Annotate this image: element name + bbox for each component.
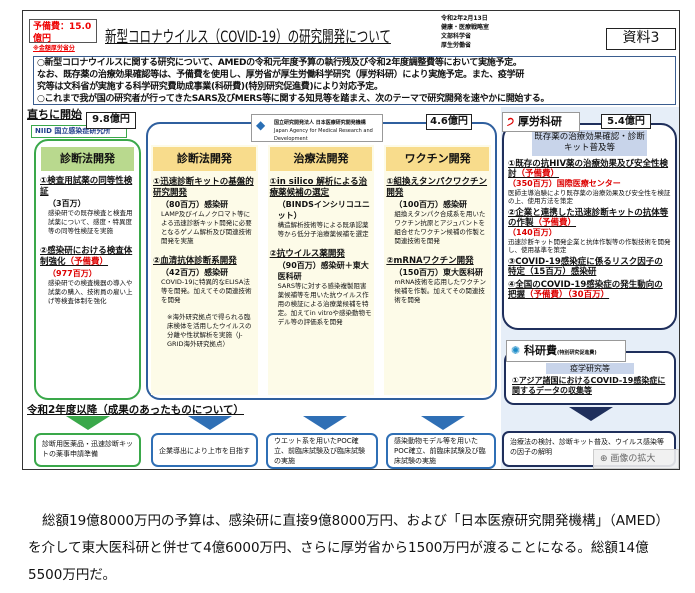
meta-org: 文部科学省	[441, 33, 472, 40]
item-budget: （80百万）感染研	[161, 200, 229, 209]
item-budget: （3百万）	[48, 199, 86, 208]
kaken-header: 疫学研究等	[546, 363, 634, 374]
item-title: ①既存の抗HIV薬の治療効果及び安全性検討	[508, 159, 669, 179]
item-desc: 感染研での検査機器の導入や試薬の購入、技術員の雇い上げ等検査体制を強化	[48, 279, 133, 305]
item-desc: mRNA技術を応用したワクチン候補を作製。加えてその関連技術を開発	[394, 278, 487, 304]
budget-tag-text: 予備費：15.0億円	[33, 22, 92, 44]
item-title: ①in silico 解析による治療薬候補の選定	[269, 177, 368, 198]
arrow-down-icon	[569, 407, 613, 421]
figure-image: 予備費：15.0億円※金額厚労省分 新型コロナウイルス（COVID-19）の研究…	[22, 10, 680, 470]
niid-item: ①検査用試薬の同等性検証 （3百万）感染研での既存検査と検査用試薬について、感度・…	[36, 176, 139, 236]
item-desc: 感染研での既存検査と検査用試薬について、感度・特異度等の同等性検証を実施	[48, 209, 133, 235]
amed-logo-icon: ◆	[256, 118, 266, 132]
mhlw-logo-icon: ੭	[507, 115, 518, 128]
niid-header: 診断法開発	[41, 147, 134, 171]
intro-line: ○これまで我が国の研究者が行ってきたSARS及びMERS等に関する知見等を踏まえ…	[37, 94, 550, 104]
outcome-box: 診断用医薬品・迅速診断キットの薬事申請準備	[34, 433, 141, 467]
zoom-button-label: 画像の拡大	[610, 454, 656, 464]
item-title: ②感染研における検査体制強化	[40, 246, 133, 267]
kaken-item: ①アジア諸国におけるCOVID-19感染症に関するデータの収集等	[512, 376, 666, 395]
arrow-down-icon	[303, 416, 347, 430]
kaken-logo-icon: ✺	[511, 344, 525, 357]
kaken-label-text: 科研費	[524, 344, 558, 357]
article-paragraph: 総額19億8000万円の予算は、感染研に直接9億8000万円、および「日本医療研…	[28, 513, 663, 583]
meta-org: 健康・医療戦略室	[441, 24, 490, 31]
start-label: 直ちに開始	[27, 108, 82, 121]
reserve-tag: （予備費）	[516, 169, 560, 179]
reserve-tag: （予備費）（30百万）	[525, 290, 610, 300]
column-header: ワクチン開発	[386, 147, 490, 171]
kaken-label: ✺ 科研費(特別研究促進費)	[506, 340, 626, 362]
reserve-tag: （予備費）	[65, 257, 109, 267]
item-desc: COVID-19に特異的なELISA法等を開発。加えてその関連技術を開発	[161, 278, 252, 304]
niid-column: 診断法開発 ①検査用試薬の同等性検証 （3百万）感染研での既存検査と検査用試薬につ…	[34, 139, 141, 400]
item-budget: （350百万）国際医療センター	[508, 179, 621, 188]
outcome-box: 感染動物モデル等を用いたPOC確立、前臨床試験及び臨床試験の実施	[386, 433, 496, 469]
figure-title: 新型コロナウイルス（COVID-19）の研究開発について	[105, 27, 391, 46]
item-title: ③COVID-19感染症に係るリスク因子の特定（15百万）感染研	[508, 257, 663, 277]
arrow-down-icon	[66, 416, 110, 430]
mhlw-box: 既存薬の治療効果確認・診断キット普及等 ①既存の抗HIV薬の治療効果及び安全性検…	[502, 123, 677, 330]
outcome-box: 企業導出により上市を目指す	[151, 433, 258, 467]
mhlw-label-text: 厚労科研	[517, 115, 562, 128]
amed-amount: 4.6億円	[426, 114, 472, 130]
budget-tag: 予備費：15.0億円※金額厚労省分	[29, 19, 97, 52]
item-budget: （90百万）感染研＋東大医科研	[277, 261, 369, 281]
amed-column-treatment: 治療法開発 ①in silico 解析による治療薬候補の選定（BINDSインシリ…	[267, 145, 375, 395]
figure-meta: 令和2年2月13日健康・医療戦略室文部科学省厚生労働省	[441, 14, 489, 50]
outcome-box: ウエット系を用いたPOC確立、前臨床試験及び臨床試験の実施	[266, 433, 378, 469]
item-title: ②血清抗体診断系開発	[153, 256, 237, 266]
item-desc: 構造解析技術等による既承認薬等から低分子治療薬候補を選定	[277, 221, 369, 238]
item-desc: 迅速診断キット開発企業と抗体作製等の作製技術を開発し、使用基準を策定	[508, 238, 671, 254]
item-desc: LAMP及びイムノクロマト等による迅速診断キット開発に必要となるゲノム解析及び関…	[161, 210, 252, 245]
item-budget: （977百万）	[48, 269, 97, 278]
after-label: 令和2年度以降（成果のあったものについて）	[27, 404, 244, 416]
item-budget: （BINDSインシリコユニット）	[277, 200, 370, 220]
item-title: ①組換えタンパクワクチン開発	[386, 177, 488, 198]
item-title: ②mRNAワクチン開発	[386, 256, 474, 266]
amed-column-vaccine: ワクチン開発 ①組換えタンパクワクチン開発 （100百万）感染研組換えタンパク合成…	[384, 145, 492, 395]
item-note: ※海外研究拠点で得られる臨床検体を活用したウイルスの分離や性状解析を実施（J-G…	[167, 313, 252, 348]
item-title: ①検査用試薬の同等性検証	[40, 176, 133, 197]
column-header: 治療法開発	[269, 147, 373, 171]
budget-tag-note: ※金額厚労省分	[33, 45, 75, 52]
column-header: 診断法開発	[153, 147, 256, 171]
intro-line: 究等は文科省が実施する科学研究費助成事業(科研費)(特別研究促進費)により対応予…	[37, 82, 383, 92]
meta-date: 令和2年2月13日	[441, 15, 488, 22]
item-budget: （140百万）	[508, 228, 557, 237]
item-title: ①迅速診断キットの基盤的研究開発	[153, 177, 254, 198]
amed-logo-text: 国立研究開発法人 日本医療研究開発機構	[274, 120, 366, 126]
doc-label: 資料3	[606, 28, 676, 50]
kaken-label-sub: (特別研究促進費)	[557, 350, 597, 356]
niid-item: ②感染研における検査体制強化（予備費） （977百万）感染研での検査機器の導入や試…	[36, 236, 139, 306]
item-desc: SARS等に対する感染複製阻害薬候補等を用いた抗ウイルス作用の検証による治療薬候…	[277, 282, 372, 326]
image-zoom-button[interactable]: ⊕ 画像の拡大	[593, 449, 679, 469]
item-title: ②企業と連携した迅速診断キットの抗体等の作製	[508, 208, 669, 228]
niid-amount: 9.8億円	[86, 112, 136, 129]
amed-logo-sub: Japan Agency for Medical Research and De…	[274, 128, 373, 142]
item-budget: （42百万）感染研	[161, 268, 229, 277]
arrow-down-icon	[421, 416, 465, 430]
mhlw-amount: 5.4億円	[601, 114, 651, 129]
mhlw-header: 既存薬の治療効果確認・診断キット普及等	[532, 130, 647, 156]
reserve-tag: （予備費）	[533, 218, 577, 228]
arrow-down-icon	[188, 416, 232, 430]
item-desc: 組換えタンパク合成系を用いたワクチン抗原とアジュバントを組合せたワクチン候補の作…	[394, 210, 486, 245]
item-budget: （100百万）感染研	[394, 200, 468, 209]
intro-line: なお、既存薬の治療効果確認等は、予備費を使用し、厚労省が厚生労働科学研究（厚労科…	[37, 70, 525, 80]
meta-org: 厚生労働省	[441, 42, 472, 49]
mhlw-label: ੭ 厚労科研	[502, 112, 580, 132]
item-title: ④全国のCOVID-19感染症の発生動向の把握	[508, 280, 663, 300]
intro-box: ○新型コロナウイルスに関する研究について、AMEDの令和元年度予算の執行残及び令…	[33, 56, 676, 105]
intro-line: ○新型コロナウイルスに関する研究について、AMEDの令和元年度予算の執行残及び令…	[37, 58, 522, 68]
magnifier-icon: ⊕	[600, 454, 611, 464]
item-title: ②抗ウイルス薬開発	[269, 249, 345, 259]
amed-logo: ◆ 国立研究開発法人 日本医療研究開発機構 Japan Agency for Med…	[251, 114, 383, 142]
item-desc: 医師主導治験により既存薬の治療効果及び安全性を検証の上、使用方法を策定	[508, 189, 671, 205]
item-budget: （150百万）東大医科研	[394, 268, 484, 277]
